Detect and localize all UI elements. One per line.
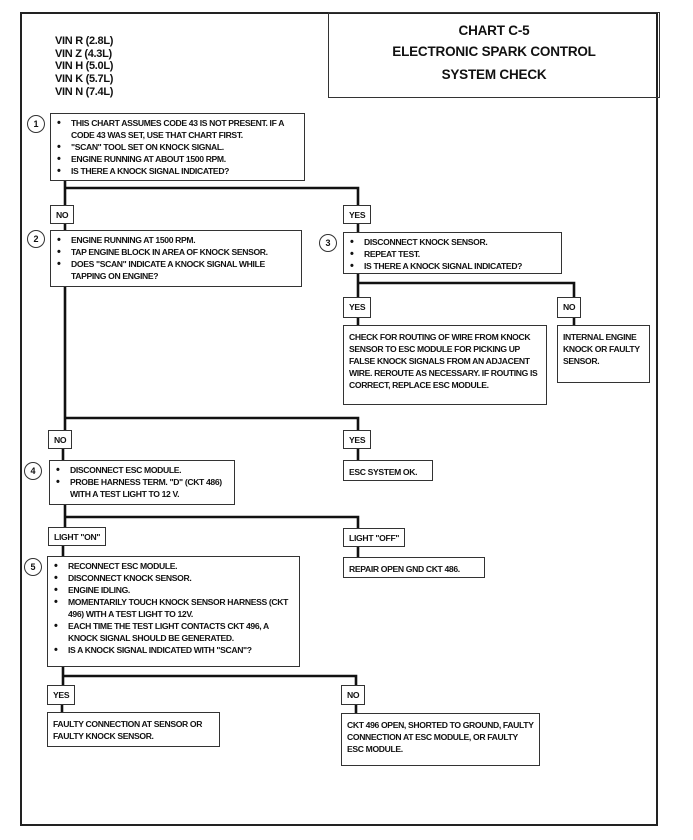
chart-title: ELECTRONIC SPARK CONTROL <box>392 44 596 59</box>
step-5-item: DISCONNECT KNOCK SENSOR. <box>53 572 294 584</box>
step-5-item: EACH TIME THE TEST LIGHT CONTACTS CKT 49… <box>53 620 294 644</box>
step-1-yes-label: YES <box>343 205 372 224</box>
chart-frame <box>20 12 658 826</box>
connector-s1-yes <box>65 186 360 205</box>
step-1-no-label: NO <box>50 205 75 224</box>
connector-s2-yes <box>65 416 360 430</box>
esc-system-ok-result: ESC SYSTEM OK. <box>343 460 433 481</box>
vin-item: VIN K (5.7L) <box>55 73 114 86</box>
step-3-item: REPEAT TEST. <box>349 248 556 260</box>
light-off-label: LIGHT "OFF" <box>343 528 406 547</box>
step-5-no-label: NO <box>341 685 366 705</box>
step-2-no-label: NO <box>48 430 73 449</box>
vin-item: VIN N (7.4L) <box>55 85 114 98</box>
vin-item: VIN Z (4.3L) <box>55 47 112 60</box>
step-1-item: THIS CHART ASSUMES CODE 43 IS NOT PRESEN… <box>56 117 299 141</box>
step-3-box: DISCONNECT KNOCK SENSOR. REPEAT TEST. IS… <box>343 232 562 274</box>
step-3-item: IS THERE A KNOCK SIGNAL INDICATED? <box>349 260 556 272</box>
step-5-item: IS A KNOCK SIGNAL INDICATED WITH "SCAN"? <box>53 644 294 656</box>
step-5-item: ENGINE IDLING. <box>53 584 294 596</box>
step-4-box: DISCONNECT ESC MODULE. PROBE HARNESS TER… <box>49 460 235 505</box>
step-number-1: 1 <box>27 115 45 133</box>
step-3-no-result: INTERNAL ENGINE KNOCK OR FAULTY SENSOR. <box>557 325 650 383</box>
step-4-item: DISCONNECT ESC MODULE. <box>55 464 229 476</box>
step-number-3: 3 <box>319 234 337 252</box>
step-2-item: DOES "SCAN" INDICATE A KNOCK SIGNAL WHIL… <box>56 258 296 282</box>
step-number-5: 5 <box>24 558 42 576</box>
repair-gnd-result: REPAIR OPEN GND CKT 486. <box>343 557 485 578</box>
vin-list: VIN R (2.8L) VIN Z (4.3L) VIN H (5.0L) V… <box>55 35 113 99</box>
light-on-label: LIGHT "ON" <box>48 527 107 546</box>
step-4-item: PROBE HARNESS TERM. "D" (CKT 486) WITH A… <box>55 476 229 500</box>
step-number-2: 2 <box>27 230 45 248</box>
step-number-4: 4 <box>24 462 42 480</box>
connector-s4-off <box>65 515 360 528</box>
step-3-no-label: NO <box>557 297 582 318</box>
step-5-item: MOMENTARILY TOUCH KNOCK SENSOR HARNESS (… <box>53 596 294 620</box>
vin-item: VIN H (5.0L) <box>55 60 114 73</box>
step-1-item: "SCAN" TOOL SET ON KNOCK SIGNAL. <box>56 141 299 153</box>
step-5-box: RECONNECT ESC MODULE. DISCONNECT KNOCK S… <box>47 556 300 667</box>
connector-s5-no <box>63 674 358 685</box>
step-5-item: RECONNECT ESC MODULE. <box>53 560 294 572</box>
step-5-yes-result: FAULTY CONNECTION AT SENSOR OR FAULTY KN… <box>47 712 220 747</box>
step-2-box: ENGINE RUNNING AT 1500 RPM. TAP ENGINE B… <box>50 230 302 287</box>
chart-number: CHART C-5 <box>458 23 530 38</box>
step-1-box: THIS CHART ASSUMES CODE 43 IS NOT PRESEN… <box>50 113 305 181</box>
connector-s3-no <box>358 281 576 297</box>
step-1-item: IS THERE A KNOCK SIGNAL INDICATED? <box>56 165 299 177</box>
step-5-yes-label: YES <box>47 685 76 705</box>
chart-title-box: CHART C-5 ELECTRONIC SPARK CONTROL SYSTE… <box>328 12 660 98</box>
step-1-item: ENGINE RUNNING AT ABOUT 1500 RPM. <box>56 153 299 165</box>
step-3-item: DISCONNECT KNOCK SENSOR. <box>349 236 556 248</box>
vin-item: VIN R (2.8L) <box>55 35 114 47</box>
step-2-item: TAP ENGINE BLOCK IN AREA OF KNOCK SENSOR… <box>56 246 296 258</box>
chart-subtitle: SYSTEM CHECK <box>441 67 547 82</box>
step-3-yes-label: YES <box>343 297 372 318</box>
step-2-item: ENGINE RUNNING AT 1500 RPM. <box>56 234 296 246</box>
step-2-yes-label: YES <box>343 430 372 449</box>
step-5-no-result: CKT 496 OPEN, SHORTED TO GROUND, FAULTY … <box>341 713 540 766</box>
step-3-yes-result: CHECK FOR ROUTING OF WIRE FROM KNOCK SEN… <box>343 325 547 405</box>
